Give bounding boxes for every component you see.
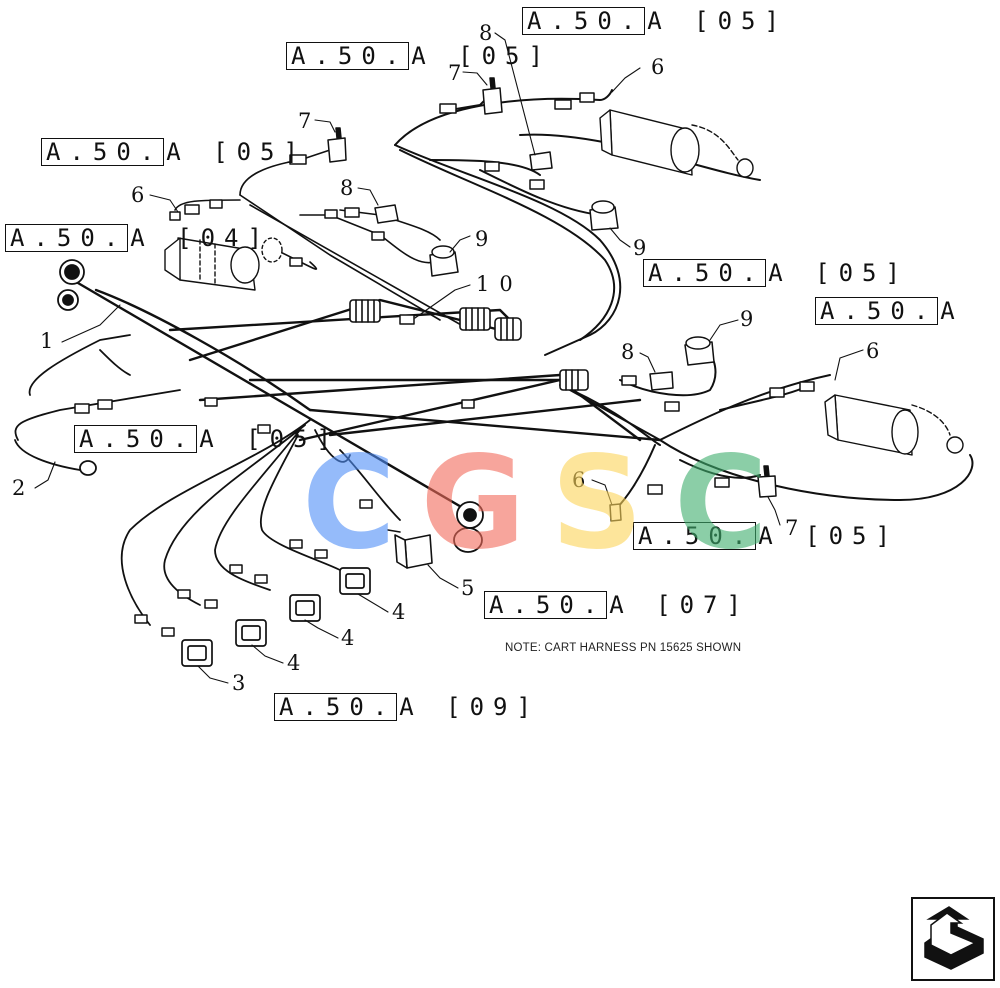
- ref-code: A.50.: [643, 259, 767, 287]
- ref-suffix: A [05]: [647, 7, 788, 35]
- callout-number: 7: [448, 61, 462, 85]
- ref-suffix: A [09]: [399, 693, 540, 721]
- callout-number: 9: [633, 236, 647, 260]
- callout-number: 9: [475, 227, 489, 251]
- ref-box: A.50.A [07]: [484, 591, 750, 619]
- ref-code: A.50.: [274, 693, 398, 721]
- watermark-letter: C: [302, 429, 402, 578]
- callout-number: 1: [40, 329, 54, 353]
- watermark-letter: S: [550, 429, 650, 578]
- ref-box: A.50.A [09]: [274, 693, 540, 721]
- callout-number: 4: [341, 626, 355, 650]
- actuator-left: [164, 237, 283, 291]
- leader-lines: [34, 32, 864, 684]
- connector-plugs: [74, 92, 815, 637]
- ref-code: A.50.: [484, 591, 608, 619]
- callout-number: 9: [740, 307, 754, 331]
- callout-number: 6: [131, 183, 145, 207]
- return-arrow-icon: [911, 897, 995, 981]
- ref-suffix: A [05]: [166, 138, 307, 166]
- callout-number: 2: [12, 476, 26, 500]
- round-plugs: [57, 259, 484, 553]
- ref-box: A.50.A [05]: [633, 522, 899, 550]
- actuator-upper-right: [599, 109, 754, 178]
- callout-number: 8: [340, 176, 354, 200]
- callout-number: 6: [866, 339, 880, 363]
- ref-box: A.50.A [05]: [522, 7, 788, 35]
- callout-number: 3: [232, 671, 246, 695]
- callout-number: 6: [572, 468, 586, 492]
- lamps-9: [429, 200, 715, 366]
- callout-number: 7: [785, 516, 799, 540]
- module-5: [387, 529, 433, 569]
- ref-suffix: A [05]: [768, 259, 909, 287]
- ref-suffix: A [05]: [411, 42, 552, 70]
- ref-code: A.50.: [522, 7, 646, 35]
- watermark-letter: C: [674, 429, 774, 578]
- callout-number: 4: [392, 600, 406, 624]
- ref-code: A.50.: [633, 522, 757, 550]
- ref-suffix: A: [940, 297, 964, 325]
- relay-plugs-7: [327, 77, 777, 522]
- ref-code: A.50.: [815, 297, 939, 325]
- ref-suffix: A [07]: [609, 591, 750, 619]
- callout-number: 8: [621, 340, 635, 364]
- ref-box: A.50.A [05]: [74, 425, 340, 453]
- callout-number: 4: [287, 651, 301, 675]
- callout-number: 10: [476, 272, 523, 296]
- ref-code: A.50.: [286, 42, 410, 70]
- ref-suffix: A [05]: [758, 522, 899, 550]
- switch-branches: [14, 334, 401, 626]
- actuator-right: [824, 394, 964, 456]
- callout-number: 6: [651, 55, 665, 79]
- ref-suffix: A [05]: [199, 425, 340, 453]
- watermark-letter: G: [420, 429, 532, 578]
- ref-box: A.50.A: [815, 297, 964, 325]
- diagram-note: NOTE: CART HARNESS PN 15625 SHOWN: [505, 642, 742, 654]
- ref-code: A.50.: [74, 425, 198, 453]
- switches: [181, 567, 371, 667]
- ref-box: A.50.A [05]: [41, 138, 307, 166]
- ref-box: A.50.A [05]: [643, 259, 909, 287]
- ref-code: A.50.: [41, 138, 165, 166]
- callout-number: 8: [479, 21, 493, 45]
- ref-suffix: A [04]: [130, 224, 271, 252]
- sensors-8: [374, 151, 674, 391]
- callout-number: 7: [298, 109, 312, 133]
- return-arrow-button[interactable]: [911, 897, 995, 981]
- multi-pin-connectors: [349, 299, 589, 391]
- ref-code: A.50.: [5, 224, 129, 252]
- ref-box: A.50.A [04]: [5, 224, 271, 252]
- ref-box: A.50.A [05]: [286, 42, 552, 70]
- callout-number: 5: [461, 576, 475, 600]
